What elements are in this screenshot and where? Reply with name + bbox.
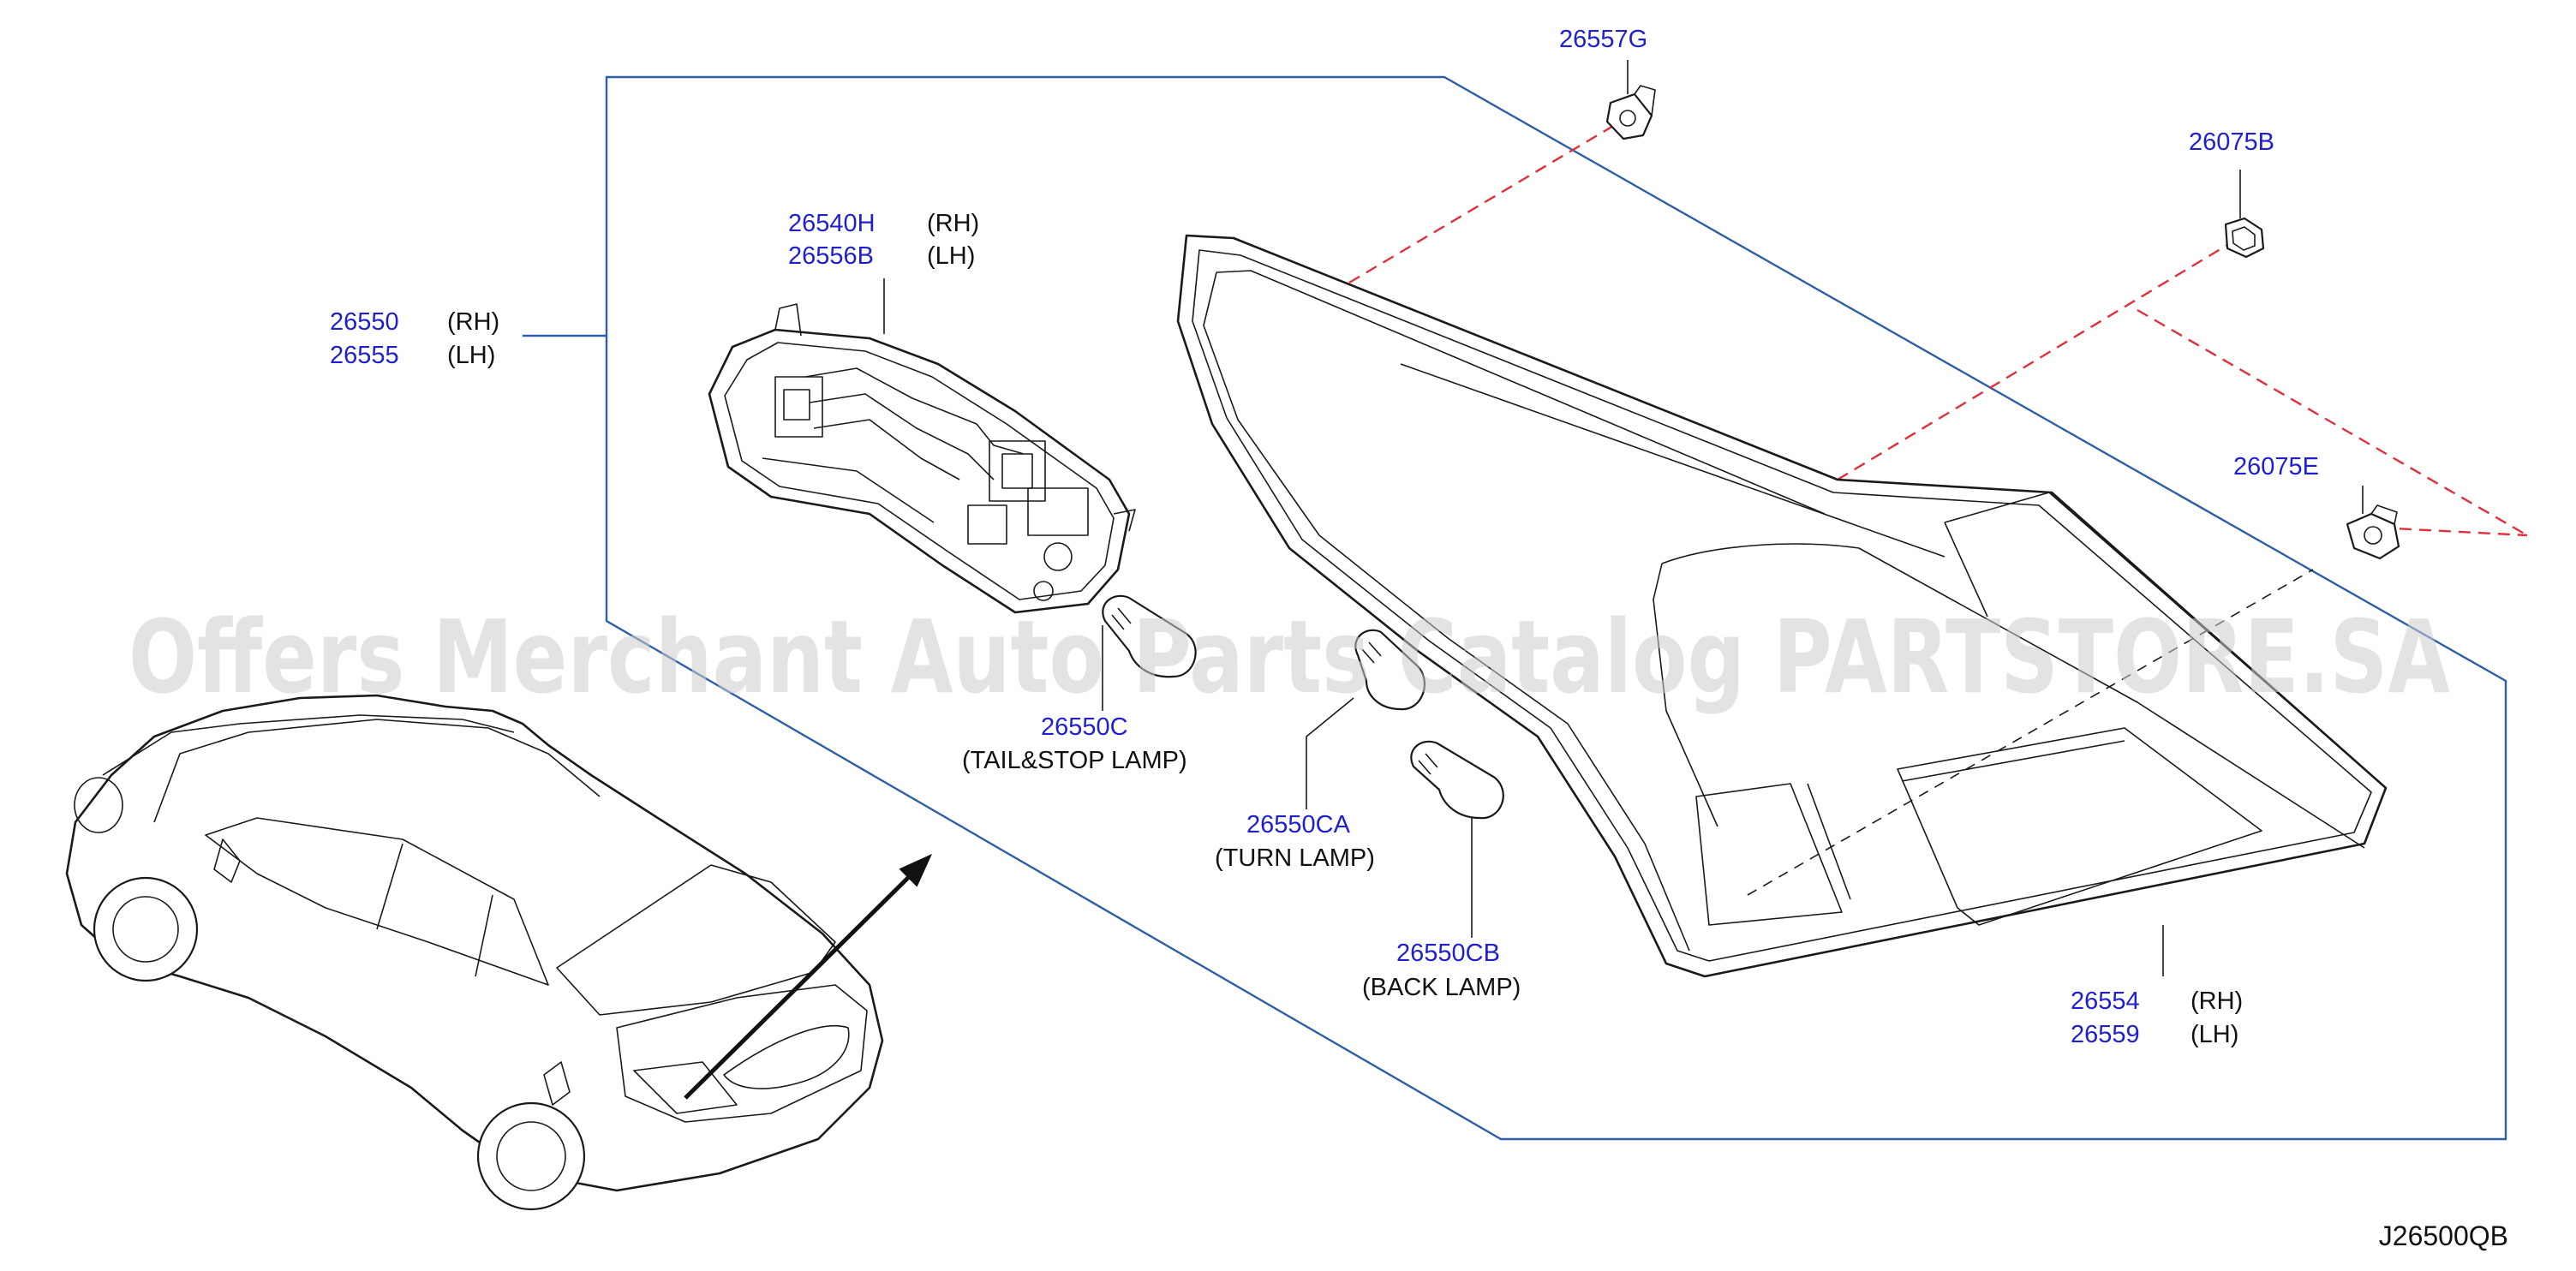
bulb-back-icon <box>1410 740 1504 820</box>
tail-stop-caption: (TAIL&STOP LAMP) <box>962 747 1187 774</box>
tail-stop-part-number: 26550C <box>1041 713 1128 741</box>
socket-rh-part-number: 26540H <box>788 210 876 237</box>
assembly-lh-side: (LH) <box>447 342 495 369</box>
bulb-turn-icon <box>1354 629 1426 711</box>
lens-lh-part-number: 26559 <box>2071 1021 2140 1048</box>
bulb-socket-harness <box>708 303 1136 614</box>
nut-icon <box>2224 217 2265 259</box>
callout-socket: 26540H (RH) 26556B (LH) <box>788 210 979 270</box>
clip-icon <box>1605 85 1656 140</box>
socket-lh-part-number: 26556B <box>788 242 874 270</box>
assembly-rh-part-number: 26550 <box>330 308 399 336</box>
rear-combination-lamp <box>1176 234 2388 978</box>
callout-tail-stop-lamp: 26550C (TAIL&STOP LAMP) <box>962 713 1187 774</box>
clip-part-number: 26557G <box>1559 26 1647 53</box>
back-caption: (BACK LAMP) <box>1362 974 1521 1001</box>
assembly-boundary <box>523 75 2507 1141</box>
lens-lh-side: (LH) <box>2190 1021 2238 1048</box>
grommet-part-number: 26075E <box>2233 453 2319 480</box>
nut-part-number: 26075B <box>2189 128 2274 156</box>
leader-lines <box>883 60 2364 976</box>
turn-part-number: 26550CA <box>1246 811 1351 838</box>
grommet-icon <box>2346 504 2400 560</box>
assembly-rh-side: (RH) <box>447 308 499 336</box>
diagram-code: J26500QB <box>2379 1220 2508 1251</box>
assembly-guide-lines <box>1348 118 2528 537</box>
callout-clip: 26557G <box>1559 26 1647 53</box>
assembly-lh-part-number: 26555 <box>330 342 399 369</box>
turn-caption: (TURN LAMP) <box>1215 844 1375 872</box>
lens-rh-side: (RH) <box>2190 988 2243 1015</box>
callout-turn-lamp: 26550CA (TURN LAMP) <box>1215 811 1375 872</box>
socket-rh-side: (RH) <box>927 210 979 237</box>
callout-lens: 26554 (RH) 26559 (LH) <box>2071 988 2243 1048</box>
callout-grommet: 26075E <box>2233 453 2319 480</box>
callout-nut: 26075B <box>2189 128 2274 156</box>
back-part-number: 26550CB <box>1396 940 1500 967</box>
bulb-tail-stop-icon <box>1102 594 1197 678</box>
callout-back-lamp: 26550CB (BACK LAMP) <box>1362 940 1521 1001</box>
watermark: Offers Merchant Auto Parts Catalog PARTS… <box>129 598 2450 716</box>
lens-rh-part-number: 26554 <box>2071 988 2140 1015</box>
socket-lh-side: (LH) <box>927 242 975 270</box>
vehicle-locator-icon <box>65 694 933 1211</box>
callout-assembly: 26550 (RH) 26555 (LH) <box>330 308 499 369</box>
